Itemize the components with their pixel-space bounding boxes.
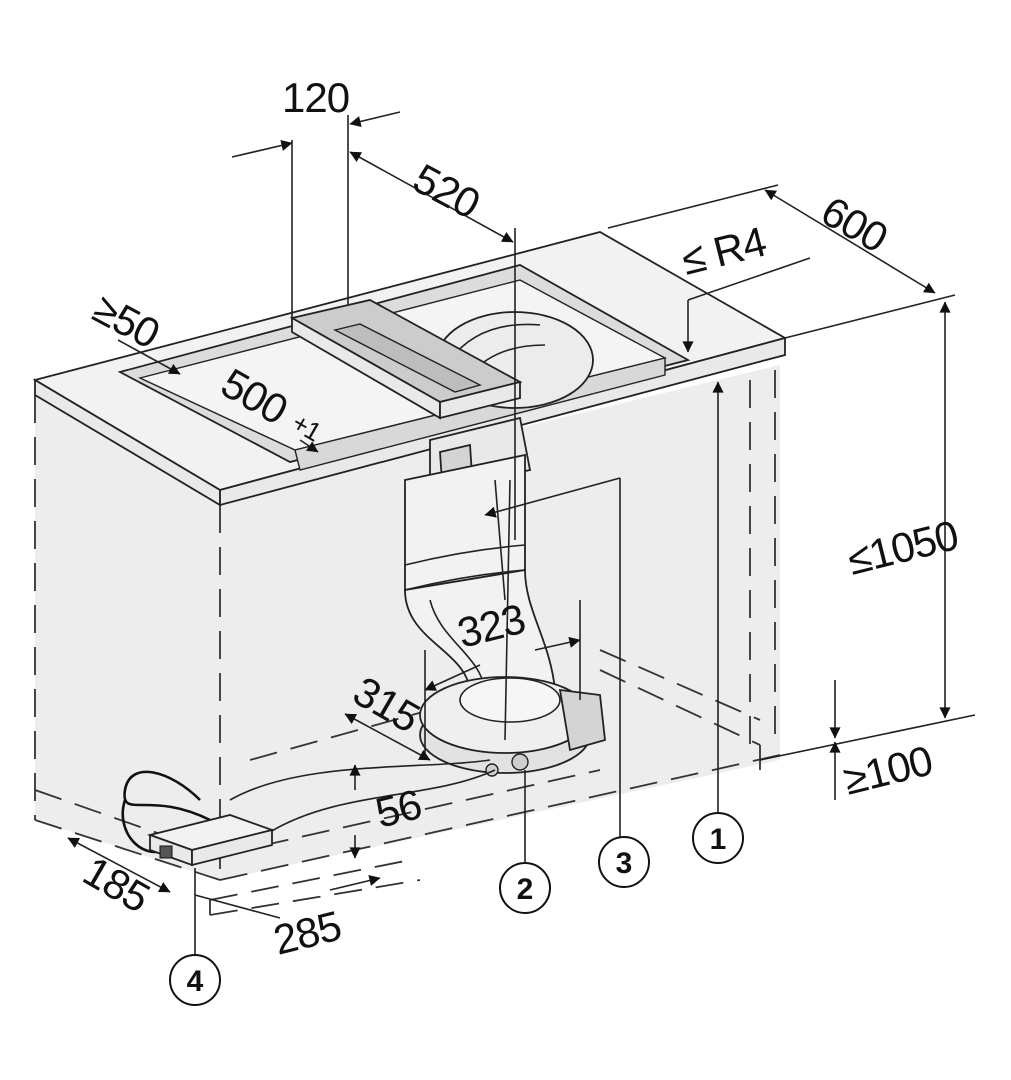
dim-520: 520 bbox=[406, 154, 487, 227]
callout-3: 3 bbox=[598, 836, 650, 888]
callout-2: 2 bbox=[499, 862, 551, 914]
callout-4: 4 bbox=[169, 954, 221, 1006]
dim-120: 120 bbox=[282, 74, 349, 121]
dim-100: ≥100 bbox=[839, 737, 937, 804]
hob-extractor-bar bbox=[289, 299, 523, 420]
callout-4-label: 4 bbox=[187, 965, 204, 998]
dimension-lines bbox=[67, 111, 976, 955]
cabinet-left-face bbox=[35, 395, 220, 880]
callout-2-label: 2 bbox=[517, 873, 534, 906]
dim-50: ≥50 bbox=[86, 284, 167, 357]
dim-r4: ≤ R4 bbox=[677, 218, 771, 284]
dim-600: 600 bbox=[814, 187, 896, 261]
callout-1: 1 bbox=[692, 812, 744, 864]
dim-56: 56 bbox=[371, 780, 426, 836]
callout-3-label: 3 bbox=[616, 847, 633, 880]
dim-185: 185 bbox=[76, 847, 158, 921]
dim-285: 285 bbox=[269, 902, 345, 964]
callout-1-label: 1 bbox=[710, 823, 727, 856]
